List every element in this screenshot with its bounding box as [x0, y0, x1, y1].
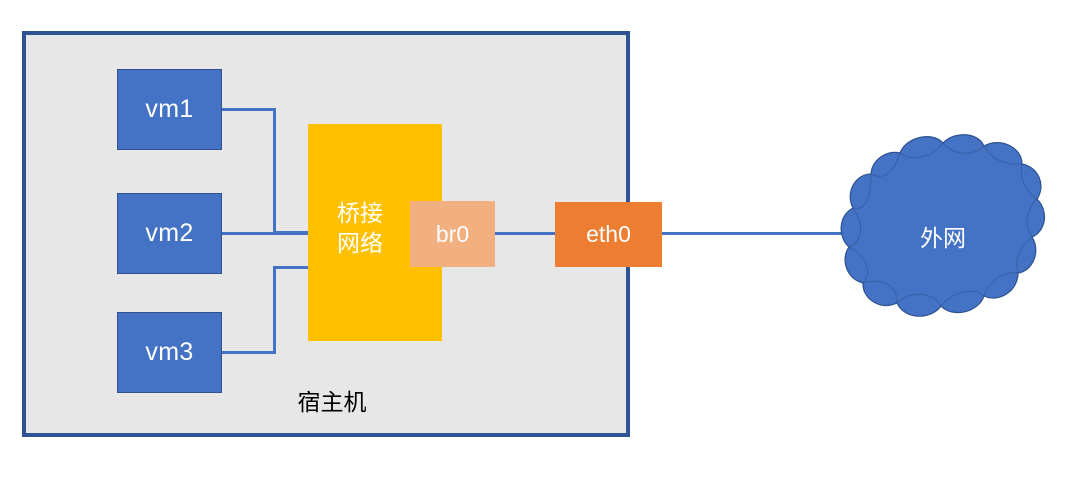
vm-box-vm1[interactable]: vm1	[117, 69, 222, 150]
connector-vm1-segment-h1	[222, 108, 276, 111]
bridge-network-label: 桥接 网络	[314, 198, 406, 259]
connector-vm2-segment-h	[222, 232, 310, 235]
bridge-network-label-line1: 桥接	[337, 200, 383, 226]
connector-br0-eth0	[495, 232, 555, 235]
eth0-label: eth0	[586, 221, 631, 247]
external-network-cloud[interactable]: 外网	[836, 131, 1050, 339]
vm-box-vm3[interactable]: vm3	[117, 312, 222, 393]
vm-label-vm1: vm1	[145, 95, 194, 123]
eth0-interface-box[interactable]: eth0	[555, 202, 662, 267]
vm-label-vm2: vm2	[145, 219, 194, 247]
bridge-network-label-line2: 网络	[337, 230, 383, 257]
connector-vm3-segment-h1	[222, 351, 276, 354]
br0-interface-box[interactable]: br0	[410, 201, 495, 267]
vm-label-vm3: vm3	[145, 338, 194, 366]
br0-label: br0	[435, 220, 470, 247]
host-machine-label: 宿主机	[297, 389, 367, 415]
connector-vm3-segment-v	[273, 266, 276, 354]
connector-eth0-cloud	[662, 232, 848, 235]
connector-vm1-segment-v	[273, 108, 276, 233]
cloud-icon	[840, 134, 1045, 317]
vm-box-vm2[interactable]: vm2	[117, 193, 222, 274]
connector-vm3-segment-h2	[273, 266, 310, 269]
